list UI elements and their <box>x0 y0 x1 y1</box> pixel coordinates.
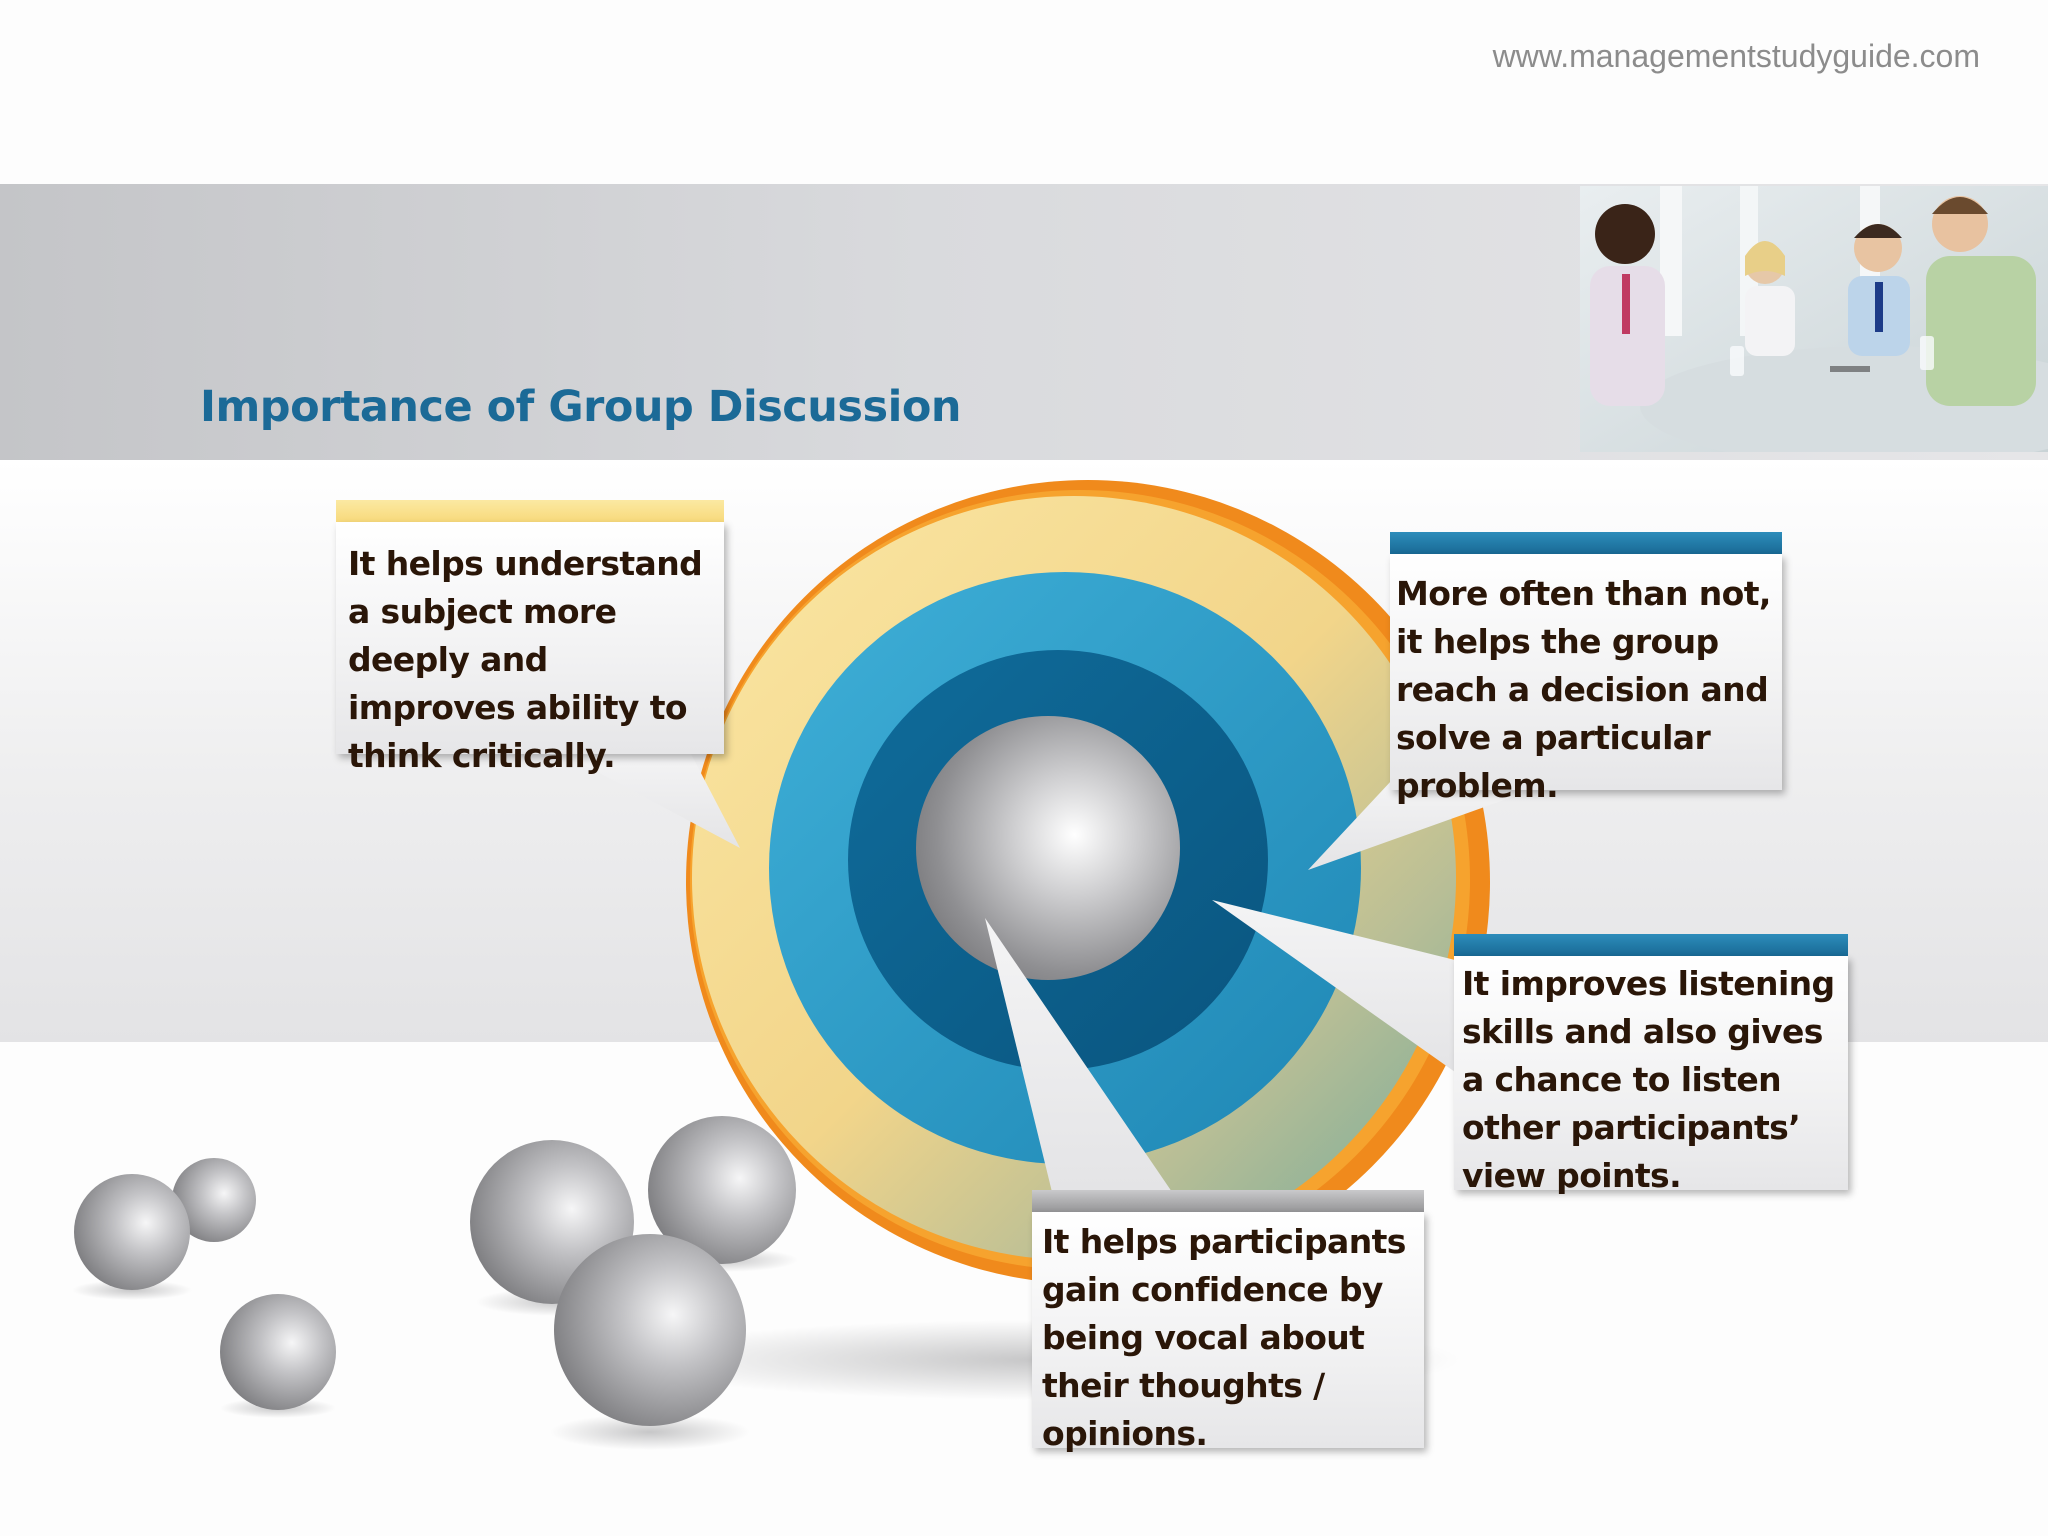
callout-right-text: It improves listening skills and also gi… <box>1462 964 1835 1195</box>
callout-bottom-text: It helps participants gain confidence by… <box>1042 1222 1406 1453</box>
decor-sphere-1 <box>172 1158 256 1242</box>
callout-top-right: More often than not, it helps the group … <box>1390 554 1782 805</box>
center-sphere <box>916 716 1180 980</box>
callout-bar-bottom <box>1032 1190 1424 1214</box>
decor-sphere-6 <box>554 1234 746 1426</box>
decor-sphere-2 <box>74 1174 190 1290</box>
pointer-bottom <box>985 918 1172 1192</box>
callout-top-right-text: More often than not, it helps the group … <box>1396 574 1771 805</box>
callout-bar-top-right <box>1390 532 1782 556</box>
callout-top-left-text: It helps understand a subject more deepl… <box>348 544 703 775</box>
callout-bottom: It helps participants gain confidence by… <box>1032 1212 1424 1453</box>
pointer-top-right <box>1308 780 1560 870</box>
callout-bar-right <box>1454 934 1848 958</box>
pointer-right <box>1212 900 1455 1072</box>
callout-bar-top-left <box>336 500 724 524</box>
site-url: www.managementstudyguide.com <box>1492 38 1980 74</box>
decor-sphere-3 <box>220 1294 336 1410</box>
decor-sphere-4 <box>648 1116 796 1264</box>
group-meeting-photo <box>1580 186 2048 452</box>
callout-right: It improves listening skills and also gi… <box>1454 956 1848 1195</box>
callout-top-left: It helps understand a subject more deepl… <box>336 522 724 775</box>
page-title: Importance of Group Discussion <box>200 382 961 432</box>
pointer-top-left <box>560 752 740 848</box>
